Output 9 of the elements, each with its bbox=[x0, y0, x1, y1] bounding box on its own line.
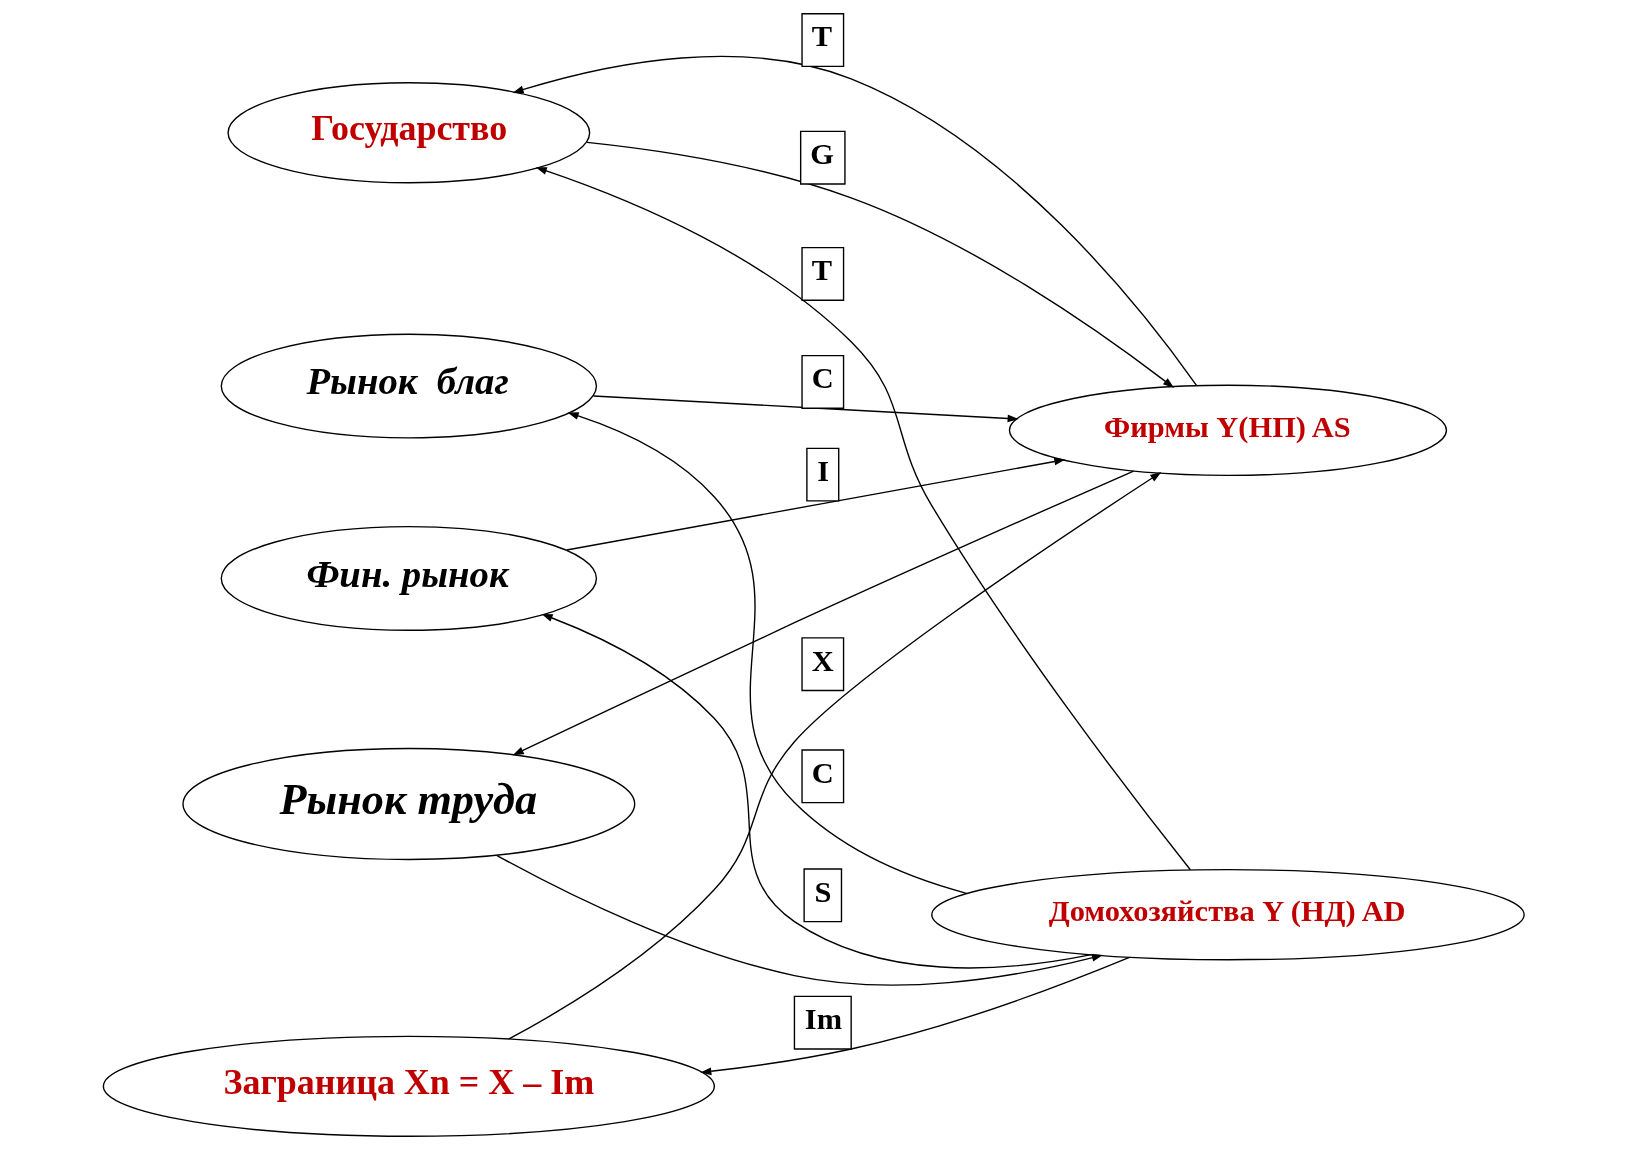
edge-label: G bbox=[809, 137, 834, 172]
edge-label: X bbox=[811, 643, 834, 678]
edge-label: T bbox=[811, 253, 832, 288]
edge-label: T bbox=[811, 19, 832, 54]
edge-label: C bbox=[811, 755, 834, 790]
edge-label: I bbox=[816, 453, 829, 488]
edge-label: S bbox=[814, 874, 831, 909]
edge-label: C bbox=[811, 361, 834, 396]
edge-label: Im bbox=[804, 1002, 842, 1037]
